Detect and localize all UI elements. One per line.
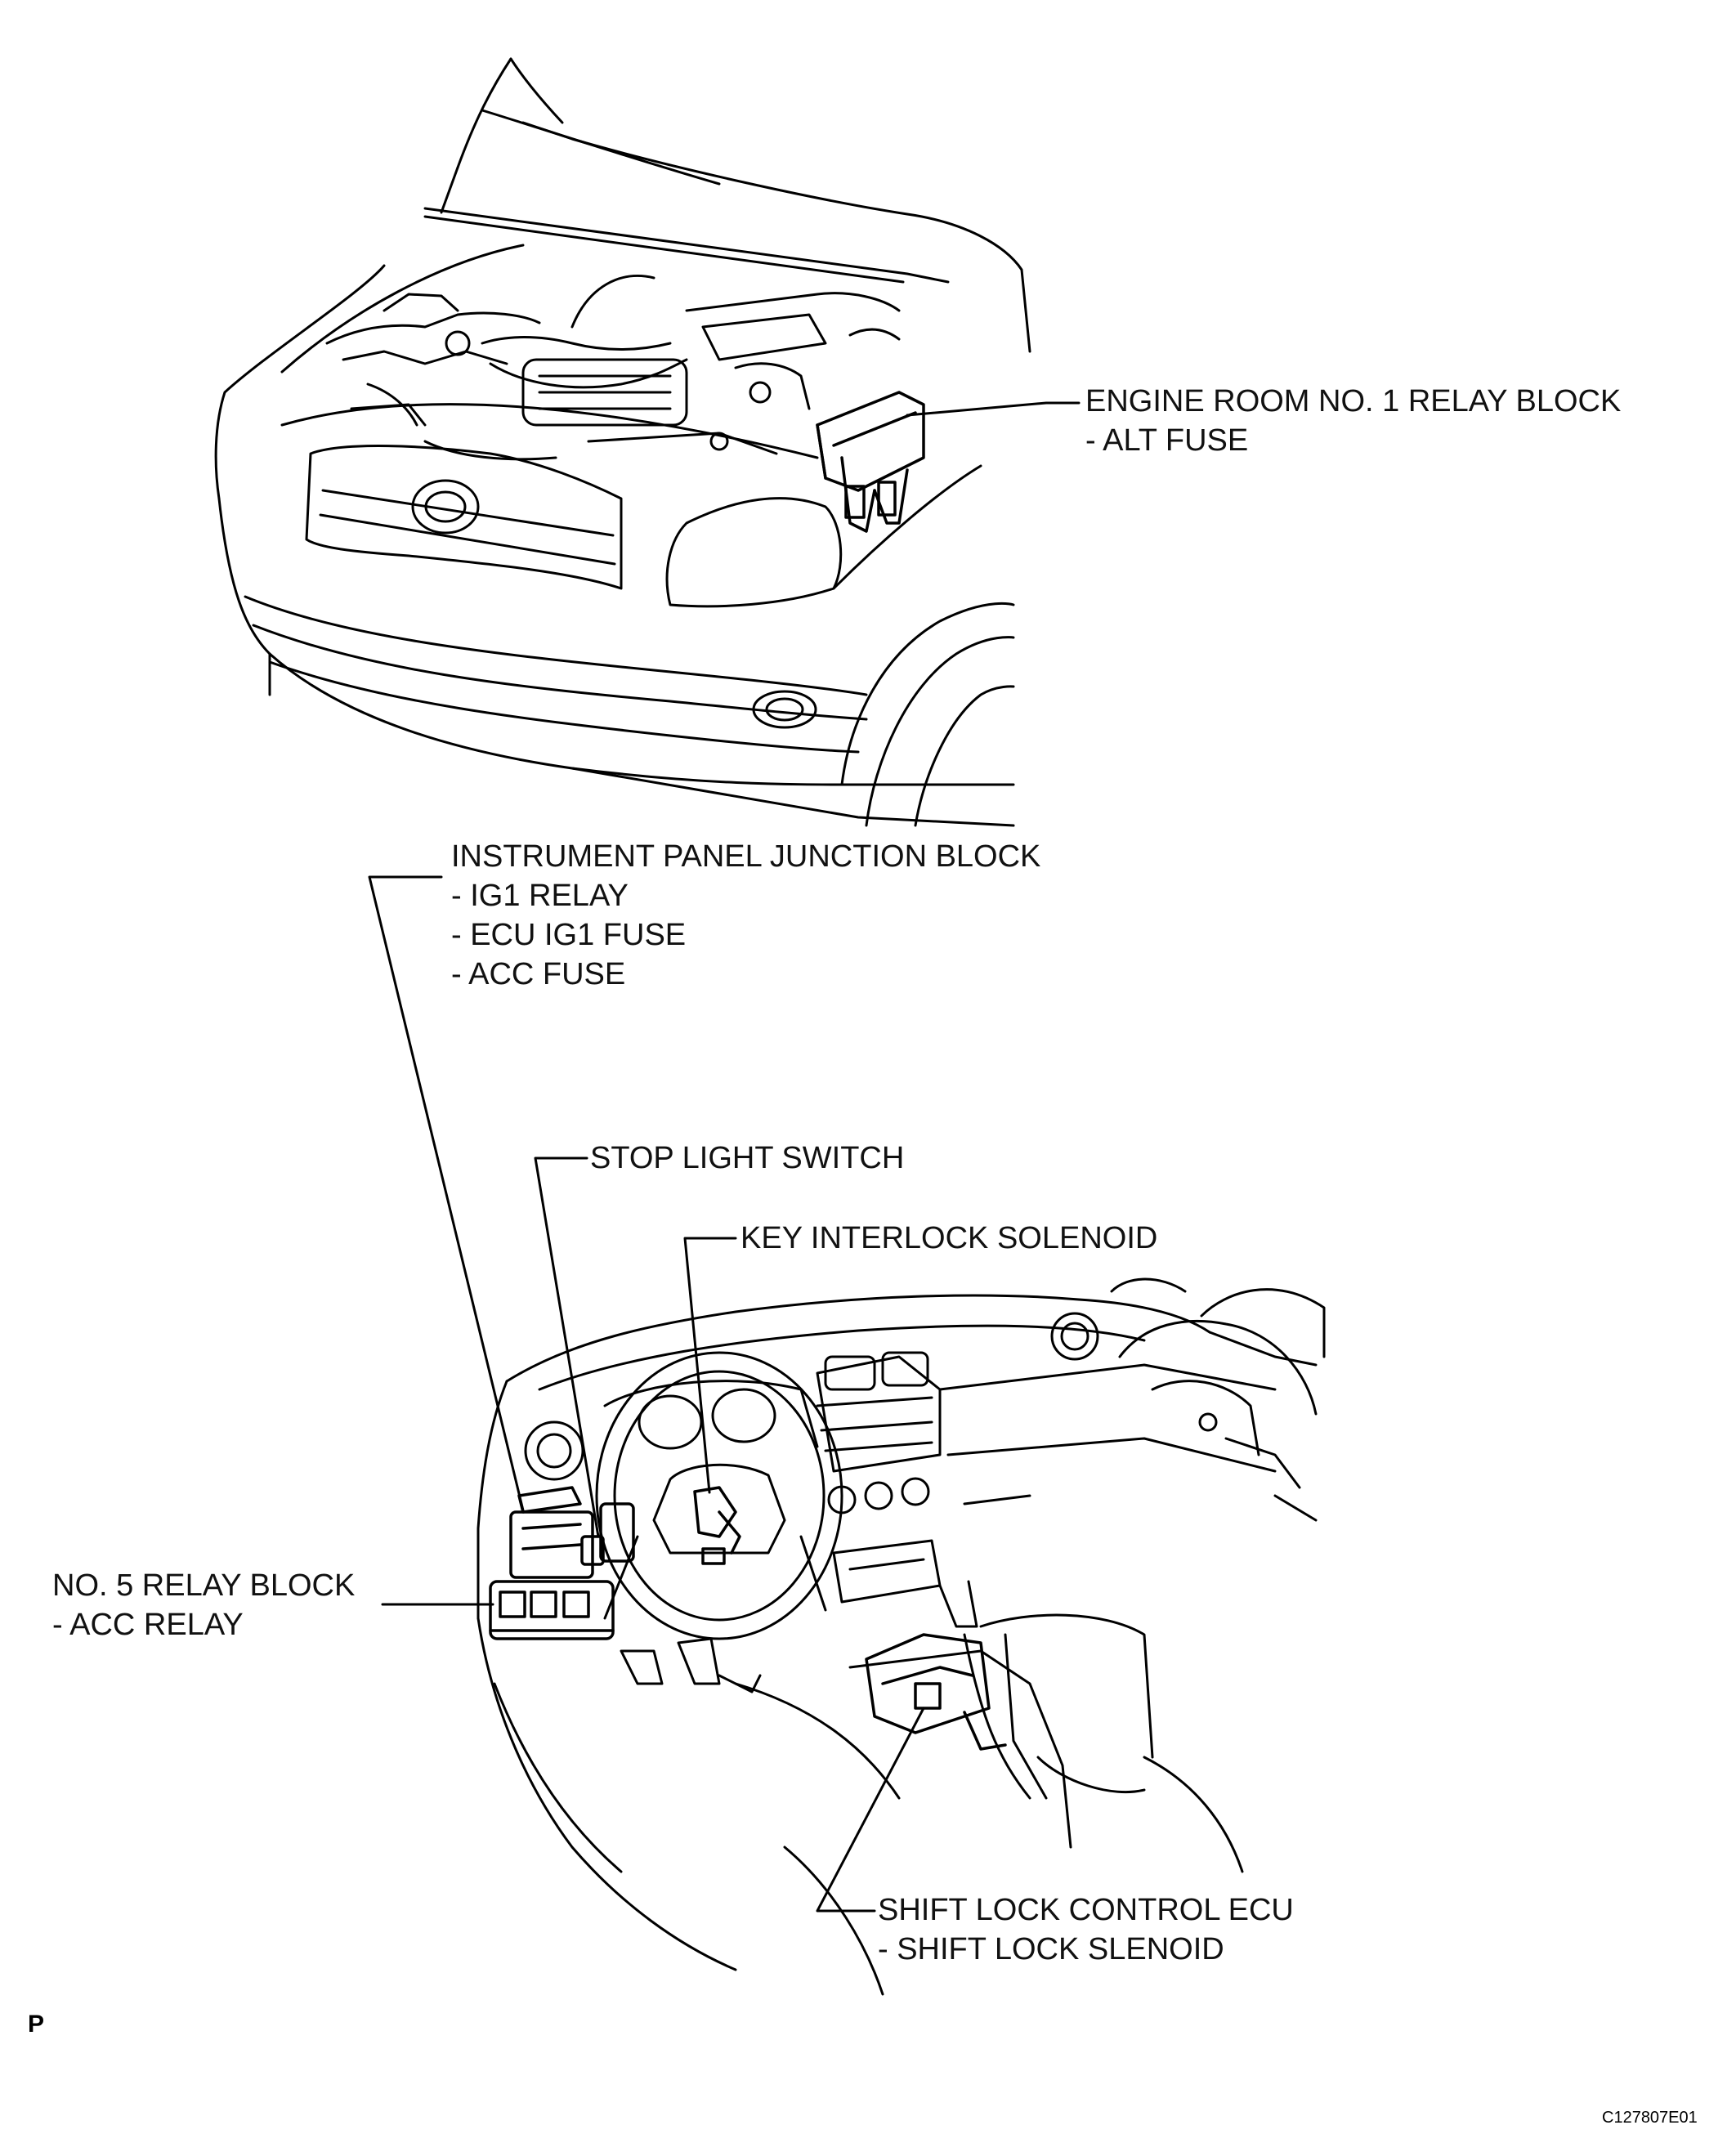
engine-room-item-alt-fuse: - ALT FUSE	[1085, 423, 1249, 458]
stop-light-switch-callout: STOP LIGHT SWITCH	[590, 1139, 904, 1178]
engine-room-relay-block-title: ENGINE ROOM NO. 1 RELAY BLOCK	[1085, 384, 1622, 418]
no-5-relay-block	[489, 1580, 615, 1640]
engine-room-relay-block	[816, 391, 925, 533]
shift-lock-control-ecu-callout: SHIFT LOCK CONTROL ECU - SHIFT LOCK SLEN…	[878, 1890, 1294, 1969]
figure-code: C127807E01	[1602, 2109, 1698, 2127]
key-interlock-solenoid-callout: KEY INTERLOCK SOLENOID	[740, 1219, 1157, 1258]
instrument-panel-junction-block-title: INSTRUMENT PANEL JUNCTION BLOCK	[451, 839, 1041, 874]
instrument-panel-junction-block-callout: INSTRUMENT PANEL JUNCTION BLOCK - IG1 RE…	[451, 837, 1040, 994]
leader-lines	[368, 401, 1081, 1913]
shift-lock-item-solenoid: - SHIFT LOCK SLENOID	[878, 1932, 1224, 1966]
instrument-panel-item-ig1-relay: - IG1 RELAY	[451, 879, 629, 913]
stop-light-switch-title: STOP LIGHT SWITCH	[590, 1141, 905, 1175]
instrument-panel-item-ecu-ig1-fuse: - ECU IG1 FUSE	[451, 918, 687, 952]
no-5-relay-block-callout: NO. 5 RELAY BLOCK - ACC RELAY	[52, 1566, 355, 1644]
car-front-illustration	[214, 57, 1031, 827]
shift-lock-control-ecu	[865, 1633, 1007, 1751]
stop-light-switch	[580, 1535, 605, 1566]
key-interlock-solenoid-title: KEY INTERLOCK SOLENOID	[740, 1221, 1158, 1255]
engine-room-relay-block-callout: ENGINE ROOM NO. 1 RELAY BLOCK - ALT FUSE	[1085, 382, 1621, 460]
no-5-relay-block-item-acc-relay: - ACC RELAY	[52, 1608, 244, 1642]
instrument-panel-item-acc-fuse: - ACC FUSE	[451, 957, 626, 991]
shift-lock-control-ecu-title: SHIFT LOCK CONTROL ECU	[878, 1893, 1294, 1927]
interior-dashboard-illustration	[477, 1277, 1326, 1996]
key-interlock-solenoid	[693, 1486, 741, 1565]
no-5-relay-block-title: NO. 5 RELAY BLOCK	[52, 1568, 356, 1603]
page-marker: P	[28, 2011, 45, 2038]
